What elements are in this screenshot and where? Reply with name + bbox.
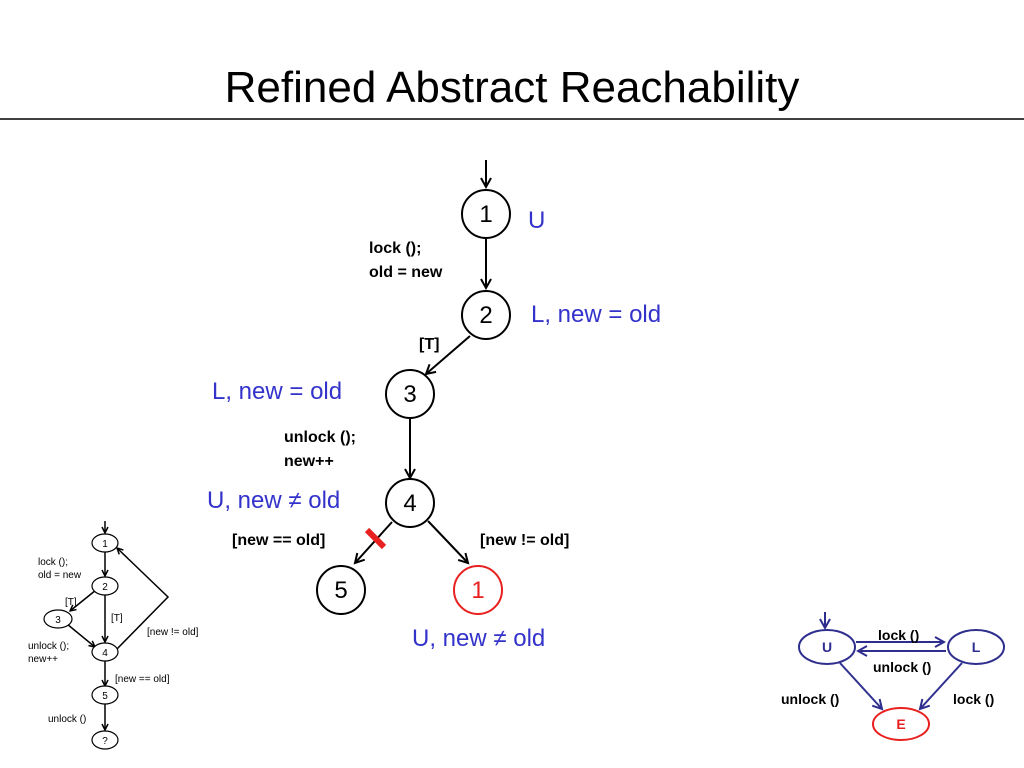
fsm-state-unlocked: U — [798, 629, 856, 665]
edge-2-3-label: [T] — [419, 336, 439, 353]
cfg-node-4: 4 — [91, 642, 119, 662]
node-3: 3 — [385, 369, 435, 419]
node-3-label: 3 — [403, 381, 416, 408]
state-annotation-2: L, new = old — [531, 301, 661, 328]
node-1-repeat: 1 — [453, 565, 503, 615]
cfg-node-1: 1 — [91, 533, 119, 553]
fsm-edge-l-e — [920, 662, 963, 709]
cfg-node-3-label: 3 — [55, 615, 61, 626]
edge-4-5-label: [new == old] — [232, 532, 325, 549]
edge-1-2-label-line2: old = new — [369, 264, 443, 281]
state-annotation-1: U — [528, 207, 545, 234]
node-1-label: 1 — [479, 201, 492, 228]
cfg-thumbnail: 1 2 3 4 5 ? lock (); old = new [T] [T] u… — [28, 521, 199, 750]
cfg-edge-2-4-label: [T] — [111, 613, 123, 624]
edge-2-3 — [426, 335, 471, 374]
edge-3-4-label-line1: unlock (); — [284, 429, 356, 446]
fsm-edge-u-e — [839, 662, 882, 709]
cfg-edge-2-3 — [70, 589, 97, 611]
cfg-edge-4-5-label: [new == old] — [115, 674, 170, 685]
node-4-label: 4 — [403, 490, 416, 517]
cfg-edge-4-1-loop — [114, 548, 170, 652]
cfg-node-1-label: 1 — [102, 539, 108, 550]
cfg-node-3: 3 — [43, 609, 73, 629]
node-2-label: 2 — [479, 302, 492, 329]
node-5: 5 — [316, 565, 366, 615]
main-reachability-graph: 1 2 3 4 5 1 lock (); old = new [T] unloc… — [207, 160, 661, 652]
node-4: 4 — [385, 478, 435, 528]
state-annotation-4: U, new ≠ old — [207, 487, 340, 514]
edge-4-1b — [427, 520, 468, 563]
node-1-repeat-label: 1 — [471, 577, 484, 604]
fsm-edge-l-u-label: unlock () — [873, 659, 931, 675]
cfg-edge-4-1-label: [new != old] — [147, 627, 199, 638]
lock-spec-automaton: U L E lock () unlock () unlock () lock (… — [781, 612, 1005, 741]
cfg-edge-1-2-label-line2: old = new — [38, 570, 82, 581]
fsm-state-locked: L — [947, 629, 1005, 665]
not-equal-symbol: ≠ — [493, 625, 506, 652]
state-annotation-1b-pre: U, new — [412, 625, 493, 652]
state-annotation-4-pre: U, new — [207, 487, 288, 514]
fsm-edge-l-e-label: lock () — [953, 691, 994, 707]
cfg-edge-3-4-label-line1: unlock (); — [28, 641, 69, 652]
cfg-edge-3-4 — [66, 623, 95, 647]
fsm-state-unlocked-label: U — [822, 639, 832, 655]
edge-4-1b-label: [new != old] — [480, 532, 569, 549]
state-annotation-1-repeat: U, new ≠ old — [412, 625, 545, 652]
state-annotation-3: L, new = old — [212, 378, 342, 405]
cfg-edge-3-4-label-line2: new++ — [28, 654, 58, 665]
fsm-edge-u-e-label: unlock () — [781, 691, 839, 707]
state-annotation-1b-post: old — [507, 625, 546, 652]
node-1: 1 — [461, 189, 511, 239]
fsm-state-error: E — [872, 707, 930, 741]
edge-3-4-label-line2: new++ — [284, 453, 334, 470]
node-2: 2 — [461, 290, 511, 340]
cfg-node-unknown-label: ? — [102, 736, 108, 747]
cfg-edge-5-q-label: unlock () — [48, 714, 86, 725]
cfg-node-5-label: 5 — [102, 691, 108, 702]
cfg-node-unknown: ? — [91, 730, 119, 750]
cfg-node-2: 2 — [91, 576, 119, 596]
not-equal-symbol: ≠ — [288, 487, 301, 514]
cfg-node-4-label: 4 — [102, 648, 108, 659]
edge-1-2-label-line1: lock (); — [369, 240, 421, 257]
cfg-node-5: 5 — [91, 685, 119, 705]
pruned-edge-mark — [364, 527, 387, 550]
fsm-state-locked-label: L — [972, 639, 981, 655]
cfg-node-2-label: 2 — [102, 582, 108, 593]
cfg-edge-2-3-label: [T] — [65, 597, 77, 608]
slide-title: Refined Abstract Reachability — [225, 63, 800, 112]
node-5-label: 5 — [334, 577, 347, 604]
fsm-edge-u-l-label: lock () — [878, 627, 919, 643]
fsm-state-error-label: E — [896, 716, 905, 732]
edge-4-5 — [355, 521, 393, 563]
cfg-edge-1-2-label-line1: lock (); — [38, 557, 68, 568]
state-annotation-4-post: old — [302, 487, 341, 514]
